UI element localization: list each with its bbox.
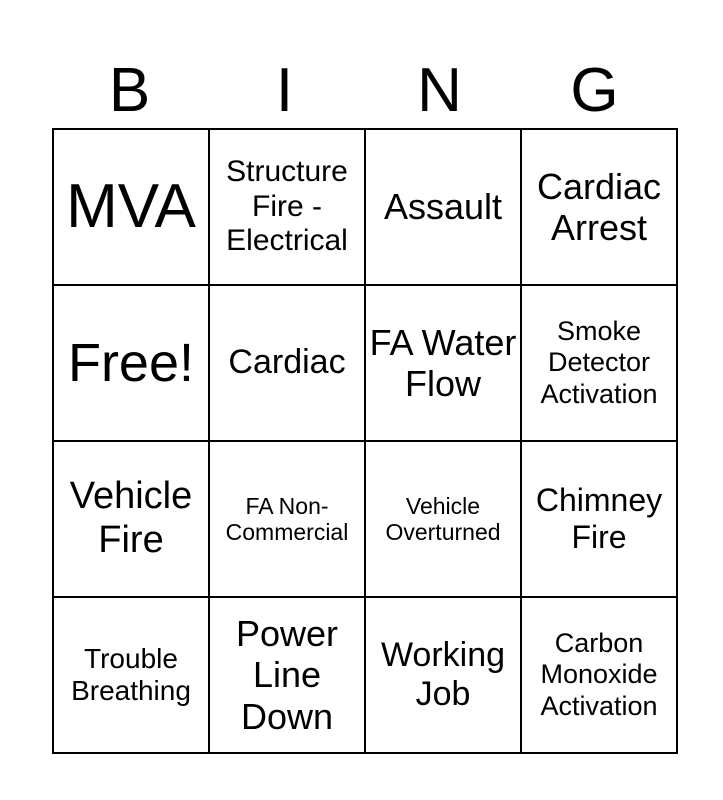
- bingo-cell[interactable]: Power Line Down: [208, 596, 366, 754]
- bingo-cell[interactable]: Trouble Breathing: [52, 596, 210, 754]
- bingo-cell[interactable]: Chimney Fire: [520, 440, 678, 598]
- bingo-cell[interactable]: Assault: [364, 128, 522, 286]
- bingo-cell[interactable]: Working Job: [364, 596, 522, 754]
- bingo-cell[interactable]: FA Non-Commercial: [208, 440, 366, 598]
- bingo-cell[interactable]: FA Water Flow: [364, 284, 522, 442]
- bingo-cell[interactable]: Vehicle Overturned: [364, 440, 522, 598]
- header-letter-n: N: [417, 56, 462, 125]
- bingo-cell[interactable]: Carbon Monoxide Activation: [520, 596, 678, 754]
- header-letter-i: I: [275, 56, 294, 125]
- bingo-cell[interactable]: Structure Fire - Electrical: [208, 128, 366, 286]
- bingo-cell[interactable]: Smoke Detector Activation: [520, 284, 678, 442]
- bingo-cell[interactable]: MVA: [52, 128, 210, 286]
- bingo-cell[interactable]: Cardiac Arrest: [520, 128, 678, 286]
- header-letter-g: G: [570, 56, 619, 125]
- bingo-cell[interactable]: Free!: [52, 284, 210, 442]
- bingo-cell[interactable]: Vehicle Fire: [52, 440, 210, 598]
- bingo-cell[interactable]: Cardiac: [208, 284, 366, 442]
- header-letter-b: B: [108, 56, 151, 125]
- bingo-grid: MVA Structure Fire - Electrical Assault …: [52, 128, 678, 754]
